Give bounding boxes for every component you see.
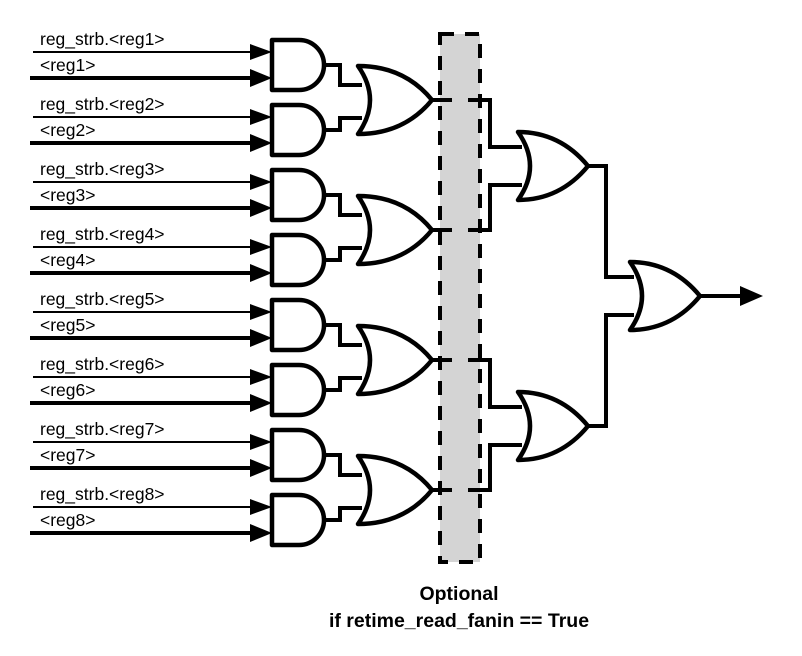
and-gate-reg1 (269, 37, 327, 93)
or-gate-level1-c (355, 323, 435, 397)
wire-and6-to-or3 (324, 376, 362, 392)
wire-and3-to-or2 (324, 193, 362, 217)
label-data-reg7: <reg7> (40, 445, 95, 465)
or-gate-level1-d (355, 453, 435, 527)
input-group-reg2: reg_strb.<reg2> <reg2> (30, 94, 272, 152)
arrowhead-data-reg3 (250, 199, 272, 217)
wire-optional-to-or6-inputB (468, 443, 522, 492)
wire-or5-to-or7-inputA (586, 164, 634, 279)
input-group-reg5: reg_strb.<reg5> <reg5> (30, 289, 272, 347)
and-gate-reg6 (269, 362, 327, 418)
label-strobe-reg6: reg_strb.<reg6> (40, 354, 165, 375)
wire-and4-to-or2 (324, 246, 362, 262)
or-gate-level3-output (627, 259, 703, 333)
and-gate-reg8 (269, 492, 327, 548)
arrowhead-data-reg6 (250, 394, 272, 412)
caption-optional-line1: Optional (419, 583, 498, 605)
input-group-reg7: reg_strb.<reg7> <reg7> (30, 419, 272, 477)
optional-retime-region (438, 32, 482, 564)
and-gate-reg3 (269, 167, 327, 223)
wire-optional-to-or5-inputA (468, 98, 522, 149)
arrowhead-strobe-reg8 (250, 499, 272, 515)
input-group-reg1: reg_strb.<reg1> <reg1> (30, 29, 272, 87)
or-gate-level2-bottom (515, 389, 591, 463)
arrowhead-strobe-reg7 (250, 434, 272, 450)
arrowhead-data-reg8 (250, 524, 272, 542)
label-strobe-reg3: reg_strb.<reg3> (40, 159, 165, 180)
arrowhead-data-reg4 (250, 264, 272, 282)
and-gate-reg2 (269, 102, 327, 158)
wire-and8-to-or4 (324, 506, 362, 522)
arrowhead-strobe-reg2 (250, 109, 272, 125)
wire-optional-to-or6-inputA (468, 358, 522, 409)
and-gate-reg4 (269, 232, 327, 288)
label-data-reg2: <reg2> (40, 120, 95, 140)
and-gate-reg7 (269, 427, 327, 483)
label-strobe-reg5: reg_strb.<reg5> (40, 289, 165, 310)
wire-and1-to-or1 (324, 63, 362, 87)
arrowhead-data-reg2 (250, 134, 272, 152)
arrowhead-data-reg1 (250, 69, 272, 87)
input-group-reg3: reg_strb.<reg3> <reg3> (30, 159, 272, 217)
wire-and5-to-or3 (324, 323, 362, 347)
arrowhead-strobe-reg5 (250, 304, 272, 320)
arrowhead-strobe-reg4 (250, 239, 272, 255)
label-data-reg8: <reg8> (40, 510, 95, 530)
and-gate-reg5 (269, 297, 327, 353)
label-data-reg1: <reg1> (40, 55, 95, 75)
label-strobe-reg4: reg_strb.<reg4> (40, 224, 165, 245)
wire-optional-to-or5-inputB (468, 183, 522, 232)
input-group-reg6: reg_strb.<reg6> <reg6> (30, 354, 272, 412)
arrowhead-data-reg7 (250, 459, 272, 477)
label-data-reg3: <reg3> (40, 185, 95, 205)
arrowhead-output (740, 286, 763, 306)
arrowhead-strobe-reg1 (250, 44, 272, 60)
wire-and7-to-or4 (324, 453, 362, 477)
label-data-reg4: <reg4> (40, 250, 95, 270)
caption-optional-line2: if retime_read_fanin == True (329, 610, 589, 632)
label-strobe-reg7: reg_strb.<reg7> (40, 419, 165, 440)
label-strobe-reg2: reg_strb.<reg2> (40, 94, 165, 115)
or-gate-level1-a (355, 63, 435, 137)
input-group-reg8: reg_strb.<reg8> <reg8> (30, 484, 272, 542)
or-gate-level1-b (355, 193, 435, 267)
wire-or6-to-or7-inputB (586, 313, 634, 428)
arrowhead-data-reg5 (250, 329, 272, 347)
label-strobe-reg1: reg_strb.<reg1> (40, 29, 165, 50)
arrowhead-strobe-reg6 (250, 369, 272, 385)
or-gate-level2-top (515, 129, 591, 203)
label-data-reg5: <reg5> (40, 315, 95, 335)
input-group-reg4: reg_strb.<reg4> <reg4> (30, 224, 272, 282)
label-data-reg6: <reg6> (40, 380, 95, 400)
arrowhead-strobe-reg3 (250, 174, 272, 190)
label-strobe-reg8: reg_strb.<reg8> (40, 484, 165, 505)
wire-and2-to-or1 (324, 116, 362, 132)
